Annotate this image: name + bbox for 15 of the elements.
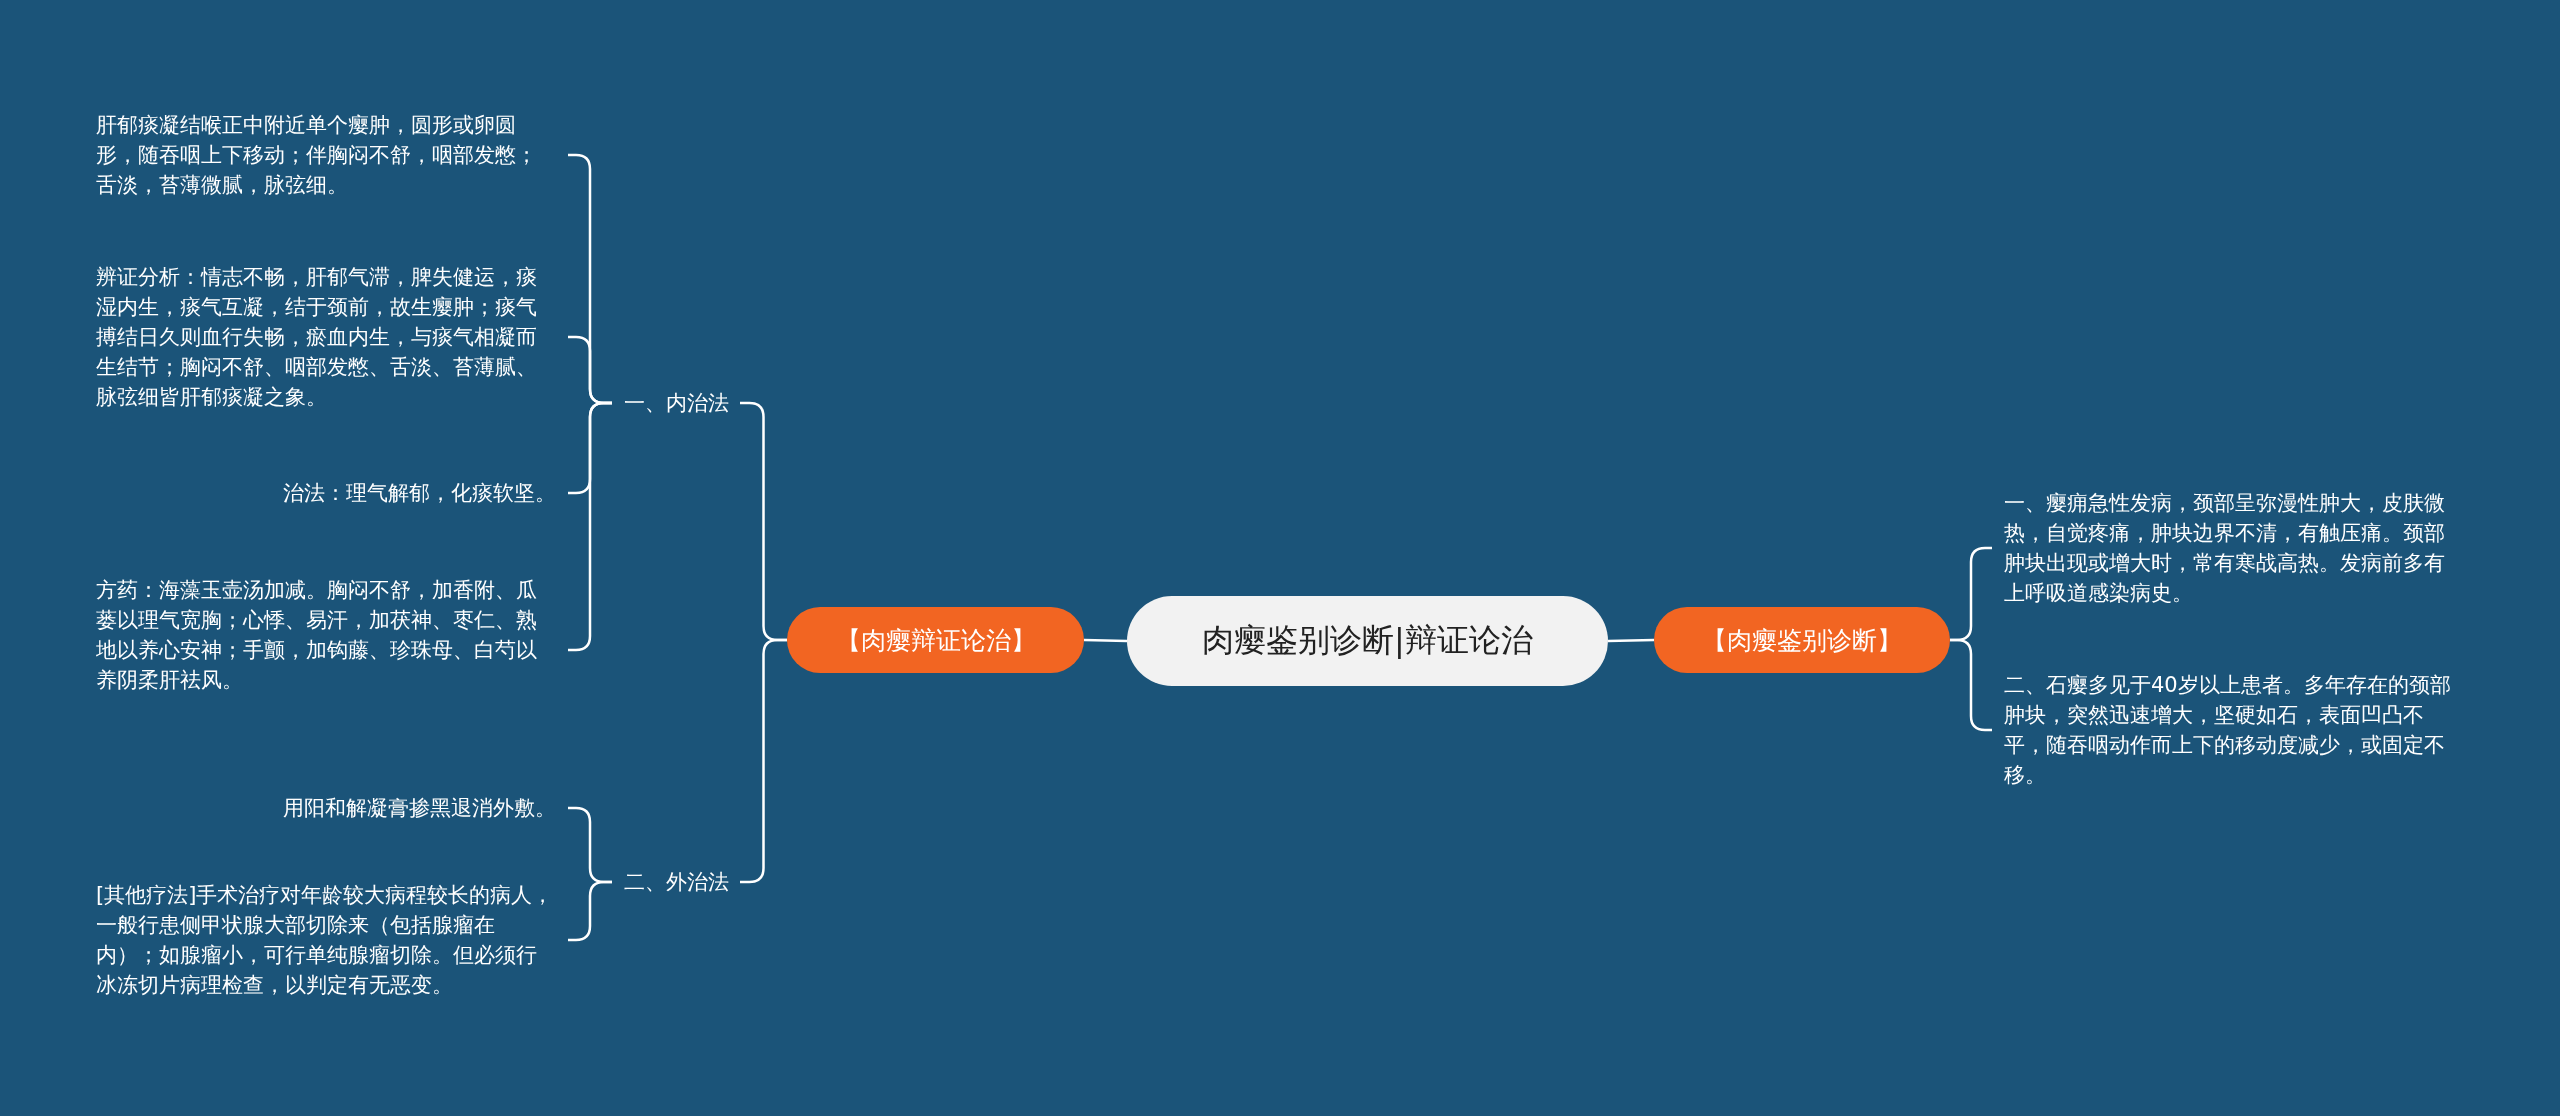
note-text: 二、石瘿多见于40岁以上患者。多年存在的颈部肿块，突然迅速增大，坚硬如石，表面凹凸不平，随吞咽动作而上下的移动度减少，或固定不移。	[1992, 670, 2464, 790]
connector-line	[1083, 638, 1128, 643]
topic-text: 一、内治法	[612, 387, 740, 419]
note-text: 辨证分析：情志不畅，肝郁气滞，脾失健运，痰湿内生，痰气互凝，结于颈前，故生瘿肿；痰气搏结日久则血行失畅，瘀血内生，与痰气相凝而生结节；胸闷不舒、咽部发憋、舌淡、苔薄腻、脉弦细皆肝郁痰凝之象。	[96, 262, 568, 412]
note-text: [其他疗法]手术治疗对年龄较大病程较长的病人，一般行患侧甲状腺大部切除来（包括腺瘤在内）；如腺瘤小，可行单纯腺瘤切除。但必须行冰冻切片病理检查，以判定有无恶变。	[96, 880, 568, 1000]
topic-text: 二、外治法	[612, 866, 740, 898]
branch-topic: 【肉瘿鉴别诊断】	[1654, 607, 1950, 673]
connector-line	[1607, 638, 1655, 643]
note-text: 治法：理气解郁，化痰软坚。	[96, 478, 568, 508]
central-topic: 肉瘿鉴别诊断|辩证论治	[1127, 596, 1608, 686]
note-text: 方药：海藻玉壶汤加减。胸闷不舒，加香附、瓜蒌以理气宽胸；心悸、易汗，加茯神、枣仁、熟地以养心安神；手颤，加钩藤、珍珠母、白芍以养阴柔肝祛风。	[96, 575, 568, 725]
branch-topic: 【肉瘿辩证论治】	[787, 607, 1084, 673]
note-text: 一、瘿痈急性发病，颈部呈弥漫性肿大，皮肤微热，自觉疼痛，肿块边界不清，有触压痛。颈部肿块出现或增大时，常有寒战高热。发病前多有上呼吸道感染病史。	[1992, 488, 2464, 608]
note-text: 用阳和解凝膏掺黑退消外敷。	[96, 793, 568, 823]
note-text: 肝郁痰凝结喉正中附近单个瘿肿，圆形或卵圆形，随吞咽上下移动；伴胸闷不舒，咽部发憋；舌淡，苔薄微腻，脉弦细。	[96, 110, 568, 200]
